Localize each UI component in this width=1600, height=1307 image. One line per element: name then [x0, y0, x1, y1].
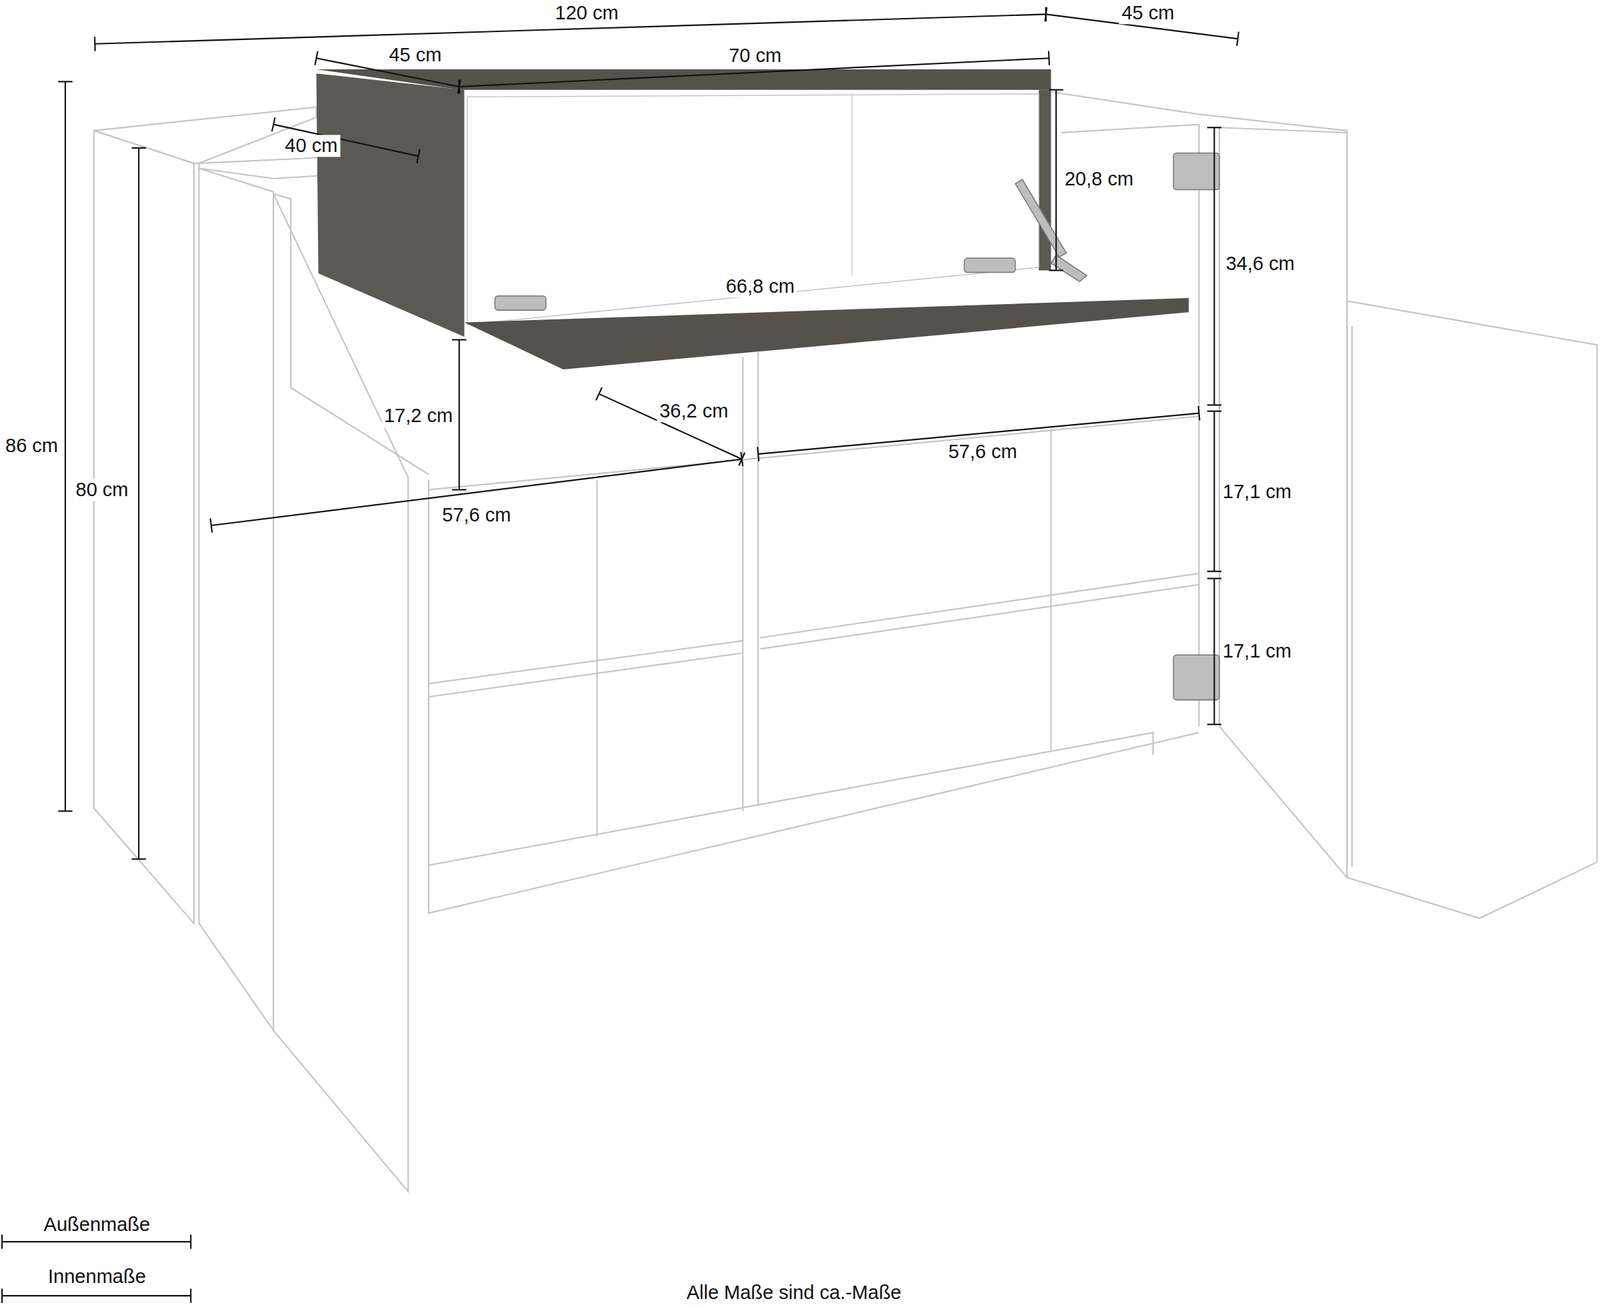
dimension-tick	[1207, 723, 1222, 725]
back-line	[596, 479, 598, 837]
shelf-line	[428, 640, 743, 684]
dimension-tick	[458, 80, 461, 94]
dimension-label: 86 cm	[2, 434, 61, 457]
dimension-tick	[416, 149, 420, 164]
dimension-tick	[314, 51, 318, 66]
door-edge	[1219, 127, 1347, 878]
dimension-label: 36,2 cm	[656, 400, 731, 422]
cabinet-edge	[428, 479, 1200, 913]
back-line	[1050, 428, 1052, 750]
dimension-tick	[1207, 410, 1222, 412]
dimension-tick	[58, 80, 72, 82]
dimension-line	[1213, 411, 1215, 572]
dimension-label: 20,8 cm	[1062, 168, 1136, 191]
dimension-line	[64, 81, 66, 811]
dimension-label: 66,8 cm	[723, 275, 798, 298]
dimension-tick	[131, 858, 146, 860]
hinge	[1173, 153, 1220, 190]
flap-stay	[1015, 179, 1067, 257]
dimension-label: 40 cm	[282, 134, 340, 157]
dimension-label: 120 cm	[552, 2, 622, 24]
shelf-line	[760, 573, 1199, 638]
dimension-tick	[272, 117, 276, 132]
hinge	[1173, 654, 1220, 700]
dimension-tick	[1, 1234, 3, 1248]
shelf-line	[428, 652, 743, 697]
dimension-tick	[94, 36, 96, 51]
dimension-tick	[1045, 7, 1048, 22]
side-panel	[94, 130, 194, 924]
shelf-line	[428, 416, 1200, 490]
dimension-tick	[596, 387, 602, 400]
dimension-tick	[58, 810, 72, 812]
dimension-tick	[1048, 269, 1063, 271]
dimension-tick	[1198, 406, 1200, 420]
divider	[757, 352, 759, 806]
dimension-tick	[458, 79, 460, 94]
dimension-label: 45 cm	[386, 44, 444, 66]
dimension-tick	[1207, 126, 1222, 128]
dimension-label: 70 cm	[726, 45, 784, 68]
dimension-tick	[1048, 51, 1050, 66]
dimension-tick	[738, 452, 745, 466]
dimension-tick	[757, 446, 759, 461]
door-edge	[1351, 326, 1353, 868]
dimension-tick	[131, 147, 146, 149]
legend-text: Außenmaße	[41, 1213, 154, 1236]
shelf-line	[760, 584, 1199, 649]
dimension-line	[458, 340, 460, 490]
dimension-tick	[190, 1234, 192, 1248]
cabinet-bottom	[428, 732, 1154, 866]
box-back	[851, 94, 853, 276]
right-door	[1346, 300, 1597, 918]
dimension-tick	[1207, 570, 1222, 572]
dimension-line	[598, 394, 742, 460]
flap	[464, 298, 1189, 370]
box-inside	[467, 94, 1039, 325]
hinge	[494, 296, 546, 310]
dimension-line	[138, 148, 140, 859]
box-side	[1038, 90, 1051, 271]
dimension-tick	[452, 338, 466, 340]
legend-text: Innenmaße	[45, 1265, 149, 1288]
dimension-tick	[740, 452, 743, 466]
flap-compartment	[316, 69, 1189, 370]
dimension-line	[1213, 127, 1215, 405]
left-door	[273, 194, 408, 1192]
dimension-tick	[210, 518, 213, 532]
dimension-label: 17,2 cm	[381, 405, 456, 428]
dimension-tick	[190, 1288, 192, 1302]
door-edge	[198, 168, 274, 1030]
cabinet-edge	[1061, 124, 1200, 727]
hinge	[964, 258, 1016, 272]
dimension-tick	[1236, 32, 1239, 46]
hinges	[494, 153, 1220, 700]
dimension-label: 17,1 cm	[1220, 480, 1294, 503]
dimension-tick	[452, 488, 466, 490]
dimension-tick	[1048, 89, 1063, 91]
dimension-tick	[1, 1288, 3, 1302]
divider	[742, 357, 744, 812]
dimension-tick	[1207, 404, 1222, 406]
dimension-line	[1055, 90, 1057, 271]
dimension-label: 45 cm	[1118, 2, 1177, 24]
dimension-line	[2, 1240, 191, 1242]
dimension-line	[1213, 578, 1215, 725]
dimension-tick	[1207, 577, 1222, 579]
caption: Alle Maße sind ca.-Maße	[684, 1282, 904, 1304]
dimension-tick	[1044, 7, 1047, 22]
dimension-label: 57,6 cm	[439, 504, 514, 526]
dimension-label: 17,1 cm	[1220, 640, 1294, 662]
dimension-lines	[2, 7, 1239, 1303]
dimension-label: 57,6 cm	[945, 440, 1020, 463]
dimension-line	[2, 1294, 191, 1296]
dimension-label: 34,6 cm	[1223, 253, 1298, 276]
box-side	[316, 73, 464, 337]
dimension-label: 80 cm	[73, 478, 132, 501]
